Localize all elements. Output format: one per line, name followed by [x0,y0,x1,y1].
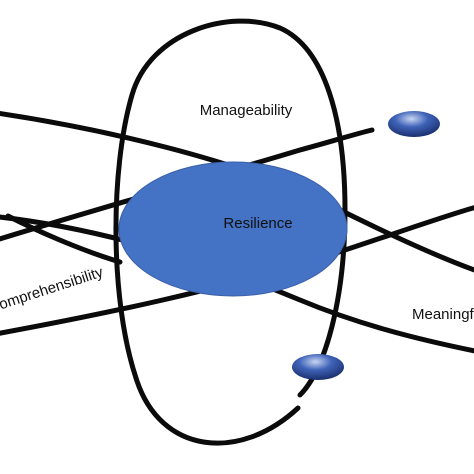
electron-lower-middle [292,354,344,380]
meaningfulness-label: Meaningfulness [412,306,474,323]
manageability-label-bg [186,92,322,132]
center-label: Resilience [223,215,292,232]
comprehensibility-label: Comprehensibility [0,263,106,316]
manageability-label: Manageability [200,102,293,119]
electron-upper-right [388,111,440,137]
resilience-core [118,161,348,297]
orbit-line-cross-left [5,213,123,265]
orbit-line-descending-lower [0,214,474,354]
